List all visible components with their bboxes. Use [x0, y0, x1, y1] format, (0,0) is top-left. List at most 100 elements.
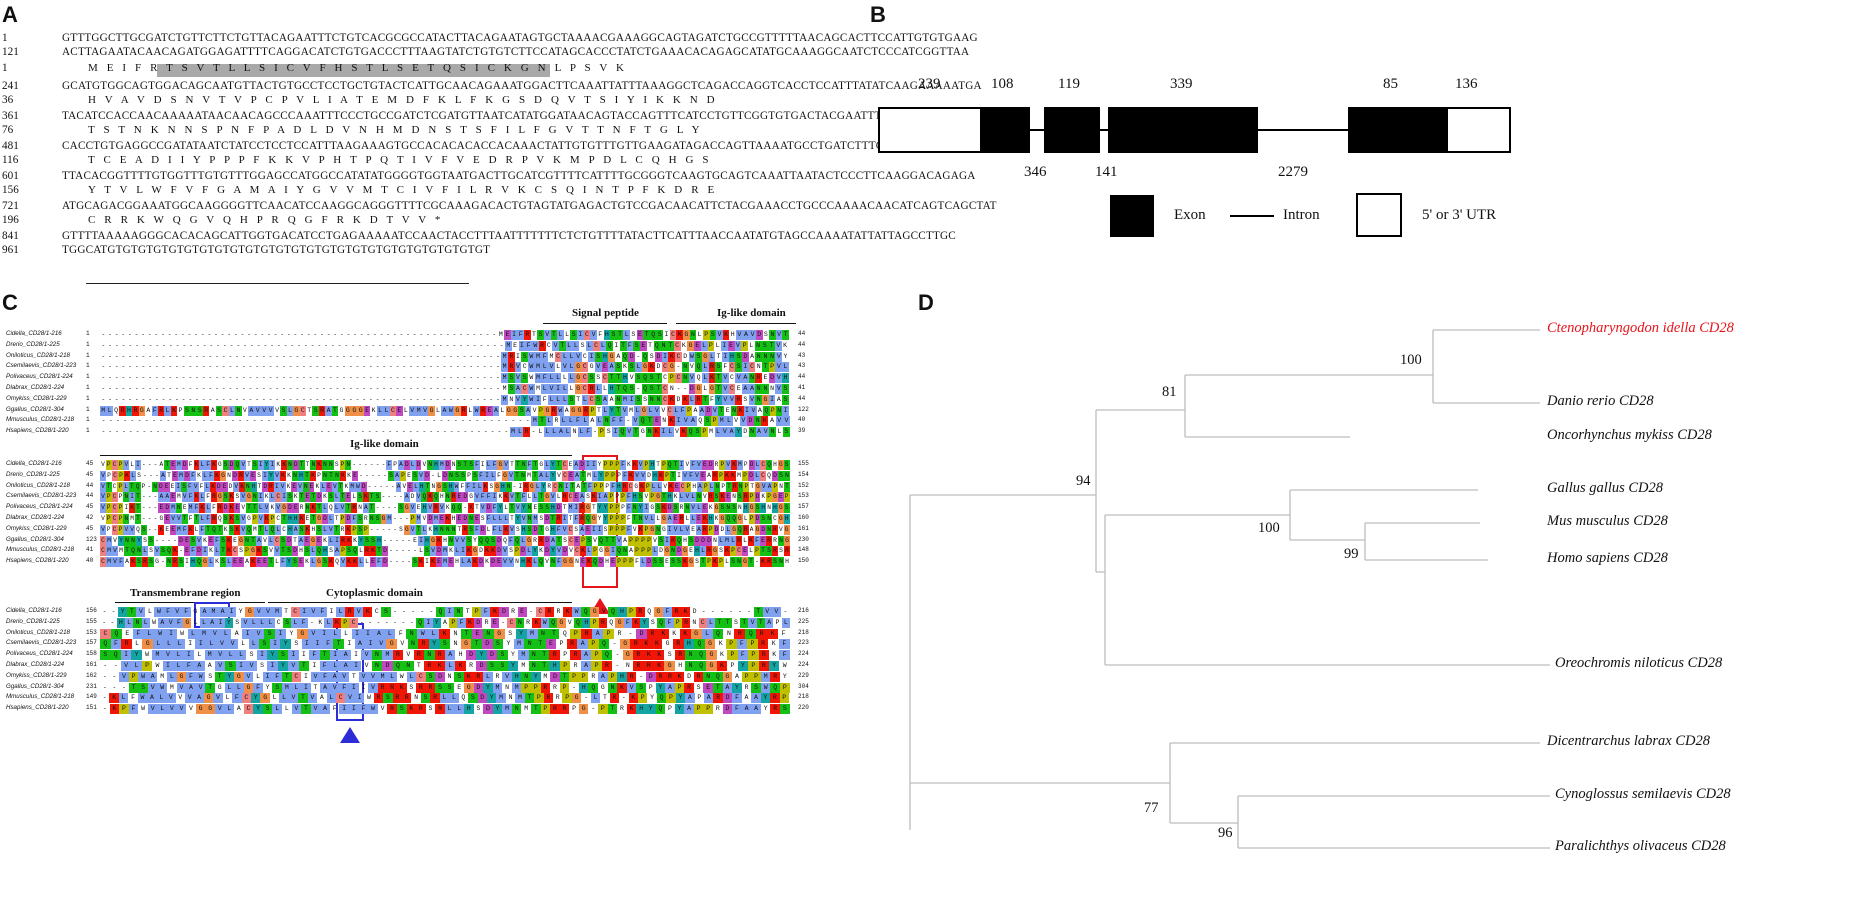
alignment-species-name: Dlabrax_CD28/1-224 [6, 661, 65, 668]
alignment-species-name: Hsapiens_CD28/1-220 [6, 704, 69, 712]
taxon-label: Gallus gallus CD28 [1547, 480, 1664, 496]
intron-line [1030, 129, 1044, 131]
exon-box [1348, 107, 1448, 153]
alignment-start-position: 40 [86, 557, 94, 565]
ig-like-domain-label-2: Ig-like domain [350, 438, 419, 450]
alignment-sequence: ----------------------------------------… [101, 351, 788, 362]
alignment-start-position: 161 [86, 661, 97, 668]
sequence-position-number: 961 [2, 244, 19, 256]
exon-box [980, 107, 1030, 153]
alignment-start-position: 153 [86, 628, 97, 636]
alignment-end-position: 229 [798, 671, 809, 679]
alignment-species-name: Polivaceus_CD28/1-224 [6, 503, 73, 511]
transmembrane-underline [86, 283, 469, 284]
alignment-species-name: Drerio_CD28/1-225 [6, 340, 60, 348]
alignment-end-position: 122 [798, 405, 809, 413]
alignment-start-position: 1 [86, 362, 90, 370]
amino-acid-sequence: T C E A D I I Y P P P F K K V P H T P Q … [88, 154, 709, 166]
alignment-end-position: 218 [798, 693, 809, 701]
sequence-position-number: 601 [2, 170, 19, 182]
signal-peptide-highlight [157, 64, 550, 77]
exon-box [1044, 107, 1100, 153]
alignment-sequence: ----------------------------------------… [101, 394, 789, 405]
alignment-start-position: 1 [86, 384, 90, 391]
sequence-position-number: 116 [2, 154, 19, 166]
alignment-start-position: 44 [86, 481, 94, 489]
taxon-label: Oreochromis niloticus CD28 [1555, 655, 1723, 671]
cytoplasmic-domain-bar [268, 602, 572, 603]
sequence-position-number: 721 [2, 200, 19, 212]
alignment-start-position: 123 [86, 535, 97, 543]
alignment-species-name: Oniloticus_CD28/1-218 [6, 628, 70, 636]
alignment-species-name: Dlabrax_CD28/1-224 [6, 514, 65, 521]
taxon-label: Oncorhynchus mykiss CD28 [1547, 427, 1712, 443]
alignment-end-position: 43 [798, 351, 806, 359]
bootstrap-value: 94 [1076, 473, 1091, 489]
intron-length-label: 2279 [1278, 164, 1308, 180]
alignment-species-name: Mmusculus_CD28/1-218 [6, 693, 75, 701]
alignment-start-position: 1 [86, 340, 90, 348]
alignment-species-name: Csemilaevis_CD28/1-223 [6, 639, 77, 647]
alignment-species-name: Omykiss_CD28/1-229 [6, 524, 67, 532]
panel-label-d: D [918, 290, 934, 315]
nucleotide-sequence: TTACACGGTTTTGTGGTTTGTGTTTGGAGCCATGGCCATA… [62, 170, 976, 182]
taxon-label: Paralichthys olivaceus CD28 [1555, 838, 1726, 854]
alignment-start-position: 42 [86, 514, 94, 521]
alignment-species-name: Polivaceus_CD28/1-224 [6, 373, 73, 381]
alignment-species-name: Oniloticus_CD28/1-218 [6, 351, 70, 359]
alignment-species-name: Omykiss_CD28/1-229 [6, 394, 67, 402]
legend-utr-label: 5' or 3' UTR [1422, 207, 1497, 223]
sequence-position-number: 196 [2, 214, 19, 226]
alignment-start-position: 41 [86, 546, 94, 554]
bootstrap-value: 100 [1258, 520, 1280, 536]
bootstrap-value: 100 [1400, 352, 1422, 368]
alignment-sequence: ----------------------------------------… [101, 330, 789, 340]
alignment-sequence: ----------------------------------------… [101, 362, 789, 373]
intron-length-label: 346 [1024, 164, 1047, 180]
gene-structure-panel: 239 108 119 339 85 136 346 141 2279 Exon… [860, 0, 1867, 290]
alignment-end-position: 224 [798, 650, 809, 658]
panel-label-c: C [2, 290, 18, 315]
amino-acid-sequence: Y T V L W F V F G A M A I Y G V V M T C … [88, 184, 715, 196]
exon-length-label: 119 [1058, 76, 1080, 92]
alignment-end-position: 155 [798, 460, 809, 467]
alignment-end-position: 160 [798, 514, 809, 521]
alignment-start-position: 1 [86, 351, 90, 359]
alignment-species-name: Ggallus_CD28/1-304 [6, 535, 64, 543]
alignment-species-name: Csemilaevis_CD28/1-223 [6, 492, 77, 500]
nucleotide-sequence: CACCTGTGAGGCCGATATAATCTATCCTCCTCCATTTAAG… [62, 140, 979, 152]
alignment-species-name: Hsapiens_CD28/1-220 [6, 427, 69, 435]
ig-like-domain-bar-2 [100, 455, 572, 456]
alignment-end-position: 148 [798, 546, 809, 554]
alignment-species-name: Polivaceus_CD28/1-224 [6, 650, 73, 658]
amino-acid-sequence: C R R K W Q G V Q H P R Q G F R K D T V … [88, 214, 441, 226]
blue-triangle-marker [340, 727, 360, 743]
sequence-position-number: 241 [2, 80, 19, 92]
alignment-start-position: 1 [86, 394, 90, 402]
exon-length-label: 108 [991, 76, 1014, 92]
alignment-start-position: 1 [86, 373, 90, 381]
alignment-start-position: 45 [86, 524, 94, 532]
taxon-label: Mus musculus CD28 [1547, 513, 1668, 529]
exon-box [1108, 107, 1258, 153]
alignment-species-name: Oniloticus_CD28/1-218 [6, 481, 70, 489]
alignment-start-position: 162 [86, 671, 97, 679]
signal-peptide-label: Signal peptide [572, 307, 639, 319]
tree-svg [909, 329, 1550, 849]
transmembrane-bar [115, 602, 265, 603]
alignment-start-position: 158 [86, 650, 97, 658]
alignment-end-position: 224 [798, 661, 809, 668]
alignment-start-position: 1 [86, 416, 90, 424]
panel-label-a: A [2, 2, 18, 27]
alignment-start-position: 157 [86, 639, 97, 647]
